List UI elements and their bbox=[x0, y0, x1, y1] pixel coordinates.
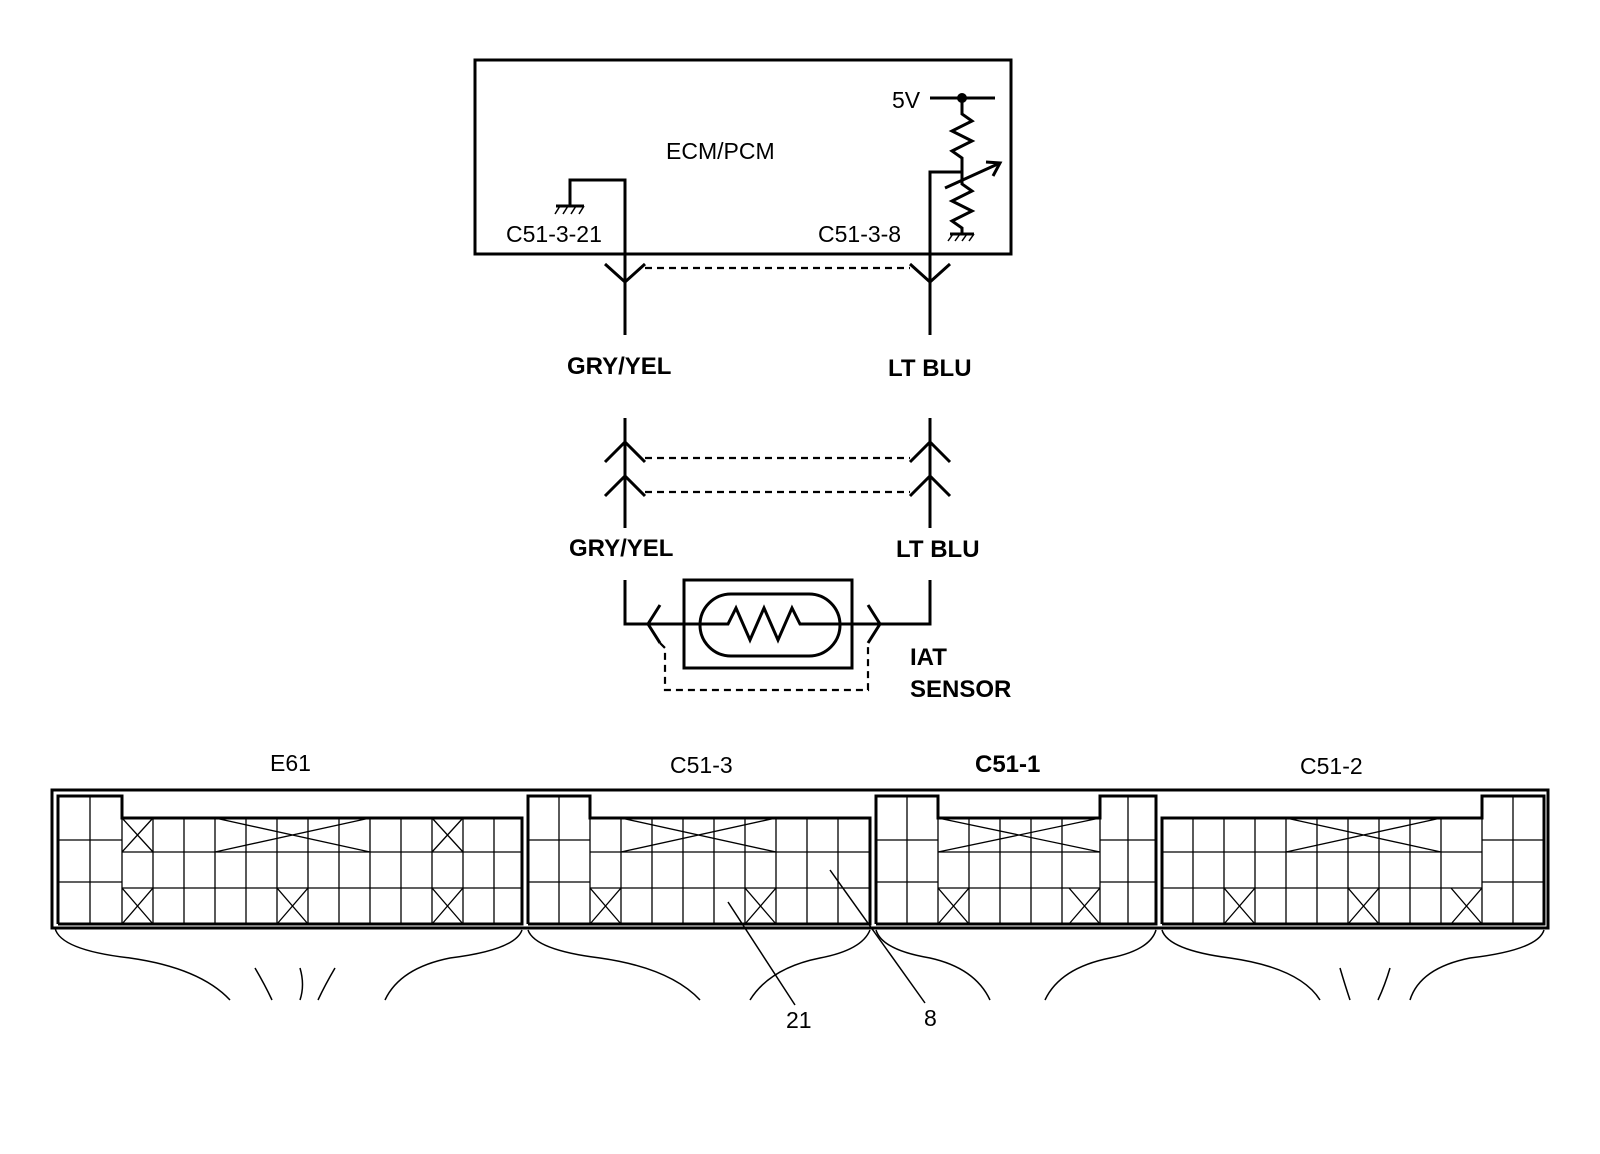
supply-resistor-network: 5V bbox=[892, 87, 1003, 254]
pin-callouts: 21 8 bbox=[727, 869, 937, 1033]
connector-c51-1 bbox=[874, 794, 1158, 926]
wire-label-gry-yel-lower: GRY/YEL bbox=[569, 535, 673, 562]
supply-voltage-label: 5V bbox=[892, 87, 921, 113]
wire-label-lt-blu-upper: LT BLU bbox=[888, 355, 972, 382]
sensor-label-line2: SENSOR bbox=[910, 676, 1011, 703]
inline-connector-pair bbox=[603, 418, 952, 528]
ecm-title: ECM/PCM bbox=[666, 138, 775, 164]
connector-c51-2 bbox=[1160, 794, 1546, 926]
connector-e61 bbox=[56, 794, 524, 926]
callout-pin-21: 21 bbox=[786, 1007, 812, 1033]
connector-label-c51-3: C51-3 bbox=[670, 752, 733, 778]
wire-label-lt-blu-lower: LT BLU bbox=[896, 536, 980, 563]
connector-label-c51-2: C51-2 bbox=[1300, 753, 1363, 779]
iat-sensor: IAT SENSOR bbox=[623, 578, 1011, 703]
connector-c51-3 bbox=[526, 794, 872, 926]
harness-wire-bundles bbox=[54, 927, 1545, 1001]
connector-face-view: E61 C51-3 C51-1 C51-2 bbox=[50, 750, 1550, 1033]
connector-label-c51-1: C51-1 bbox=[975, 751, 1040, 778]
ground-symbol-left bbox=[554, 178, 627, 254]
sensor-label-line1: IAT bbox=[910, 644, 947, 671]
pin-label-c51-3-21: C51-3-21 bbox=[506, 221, 602, 247]
upper-harness-section: GRY/YEL LT BLU bbox=[567, 254, 972, 382]
connector-label-e61: E61 bbox=[270, 750, 311, 776]
callout-pin-8: 8 bbox=[924, 1005, 937, 1031]
wire-label-gry-yel-upper: GRY/YEL bbox=[567, 353, 671, 380]
pin-label-c51-3-8: C51-3-8 bbox=[818, 221, 901, 247]
ecm-pcm-module: ECM/PCM 5V C51-3-21 C51-3-8 bbox=[473, 58, 1013, 256]
